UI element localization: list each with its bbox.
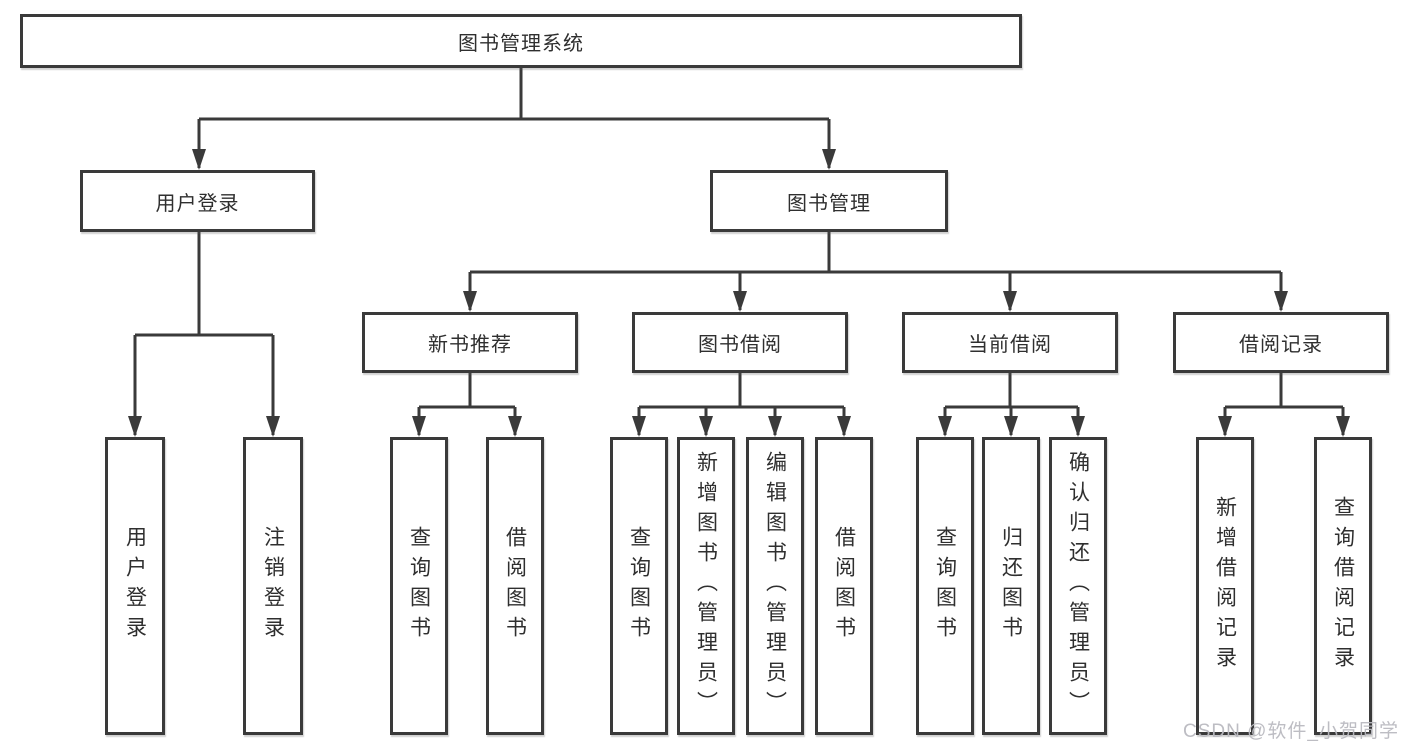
node-user-login-label: 用户登录	[155, 192, 240, 215]
leaf-query-books: 查询图书	[610, 437, 668, 735]
leaf-add-books-admin: 新增图书（管理员）	[677, 437, 735, 735]
leaf-edit-books-admin: 编辑图书（管理员）	[746, 437, 804, 735]
leaf-query-books-current-label: 查询图书	[933, 526, 957, 646]
root-branch	[192, 68, 836, 170]
node-root-label: 图书管理系统	[458, 32, 584, 55]
leaf-query-books-recommend-label: 查询图书	[407, 526, 431, 646]
leaf-user-login-label: 用户登录	[123, 526, 147, 646]
leaf-borrow-books-recommend: 借阅图书	[486, 437, 544, 735]
node-book-borrowing-label: 图书借阅	[698, 334, 782, 356]
user-login-branch	[128, 232, 280, 437]
leaf-add-borrow-record: 新增借阅记录	[1196, 437, 1254, 735]
node-borrowing-records: 借阅记录	[1173, 312, 1389, 373]
node-current-borrowing: 当前借阅	[902, 312, 1118, 373]
leaf-query-borrow-record: 查询借阅记录	[1314, 437, 1372, 735]
leaf-edit-books-admin-label: 编辑图书（管理员）	[763, 451, 787, 721]
node-new-book-recommend-label: 新书推荐	[428, 334, 512, 356]
leaf-logout-label: 注销登录	[261, 526, 285, 646]
node-book-borrowing: 图书借阅	[632, 312, 848, 373]
leaf-logout: 注销登录	[243, 437, 303, 735]
leaf-add-borrow-record-label: 新增借阅记录	[1213, 496, 1237, 676]
new-book-recommend-branch	[412, 373, 522, 437]
leaf-borrow-books: 借阅图书	[815, 437, 873, 735]
node-book-management: 图书管理	[710, 170, 948, 232]
leaf-query-borrow-record-label: 查询借阅记录	[1331, 496, 1355, 676]
node-book-management-label: 图书管理	[787, 192, 871, 215]
book-borrowing-branch	[632, 373, 851, 437]
node-borrowing-records-label: 借阅记录	[1239, 334, 1323, 356]
csdn-watermark: CSDN @软件_小贺同学	[1183, 721, 1399, 742]
leaf-query-books-recommend: 查询图书	[390, 437, 448, 735]
borrowing-records-branch	[1218, 373, 1350, 437]
leaf-borrow-books-recommend-label: 借阅图书	[503, 526, 527, 646]
leaf-return-books-label: 归还图书	[999, 526, 1023, 646]
leaf-borrow-books-label: 借阅图书	[832, 526, 856, 646]
leaf-query-books-current: 查询图书	[916, 437, 974, 735]
leaf-add-books-admin-label: 新增图书（管理员）	[694, 451, 718, 721]
node-user-login: 用户登录	[80, 170, 315, 232]
leaf-user-login: 用户登录	[105, 437, 165, 735]
leaf-query-books-label: 查询图书	[627, 526, 651, 646]
node-new-book-recommend: 新书推荐	[362, 312, 578, 373]
leaf-return-books: 归还图书	[982, 437, 1040, 735]
leaf-confirm-return-admin-label: 确认归还（管理员）	[1066, 451, 1090, 721]
node-current-borrowing-label: 当前借阅	[968, 334, 1052, 356]
book-management-branch	[463, 232, 1288, 312]
leaf-confirm-return-admin: 确认归还（管理员）	[1049, 437, 1107, 735]
current-borrowing-branch	[938, 373, 1085, 437]
node-root: 图书管理系统	[20, 14, 1022, 68]
